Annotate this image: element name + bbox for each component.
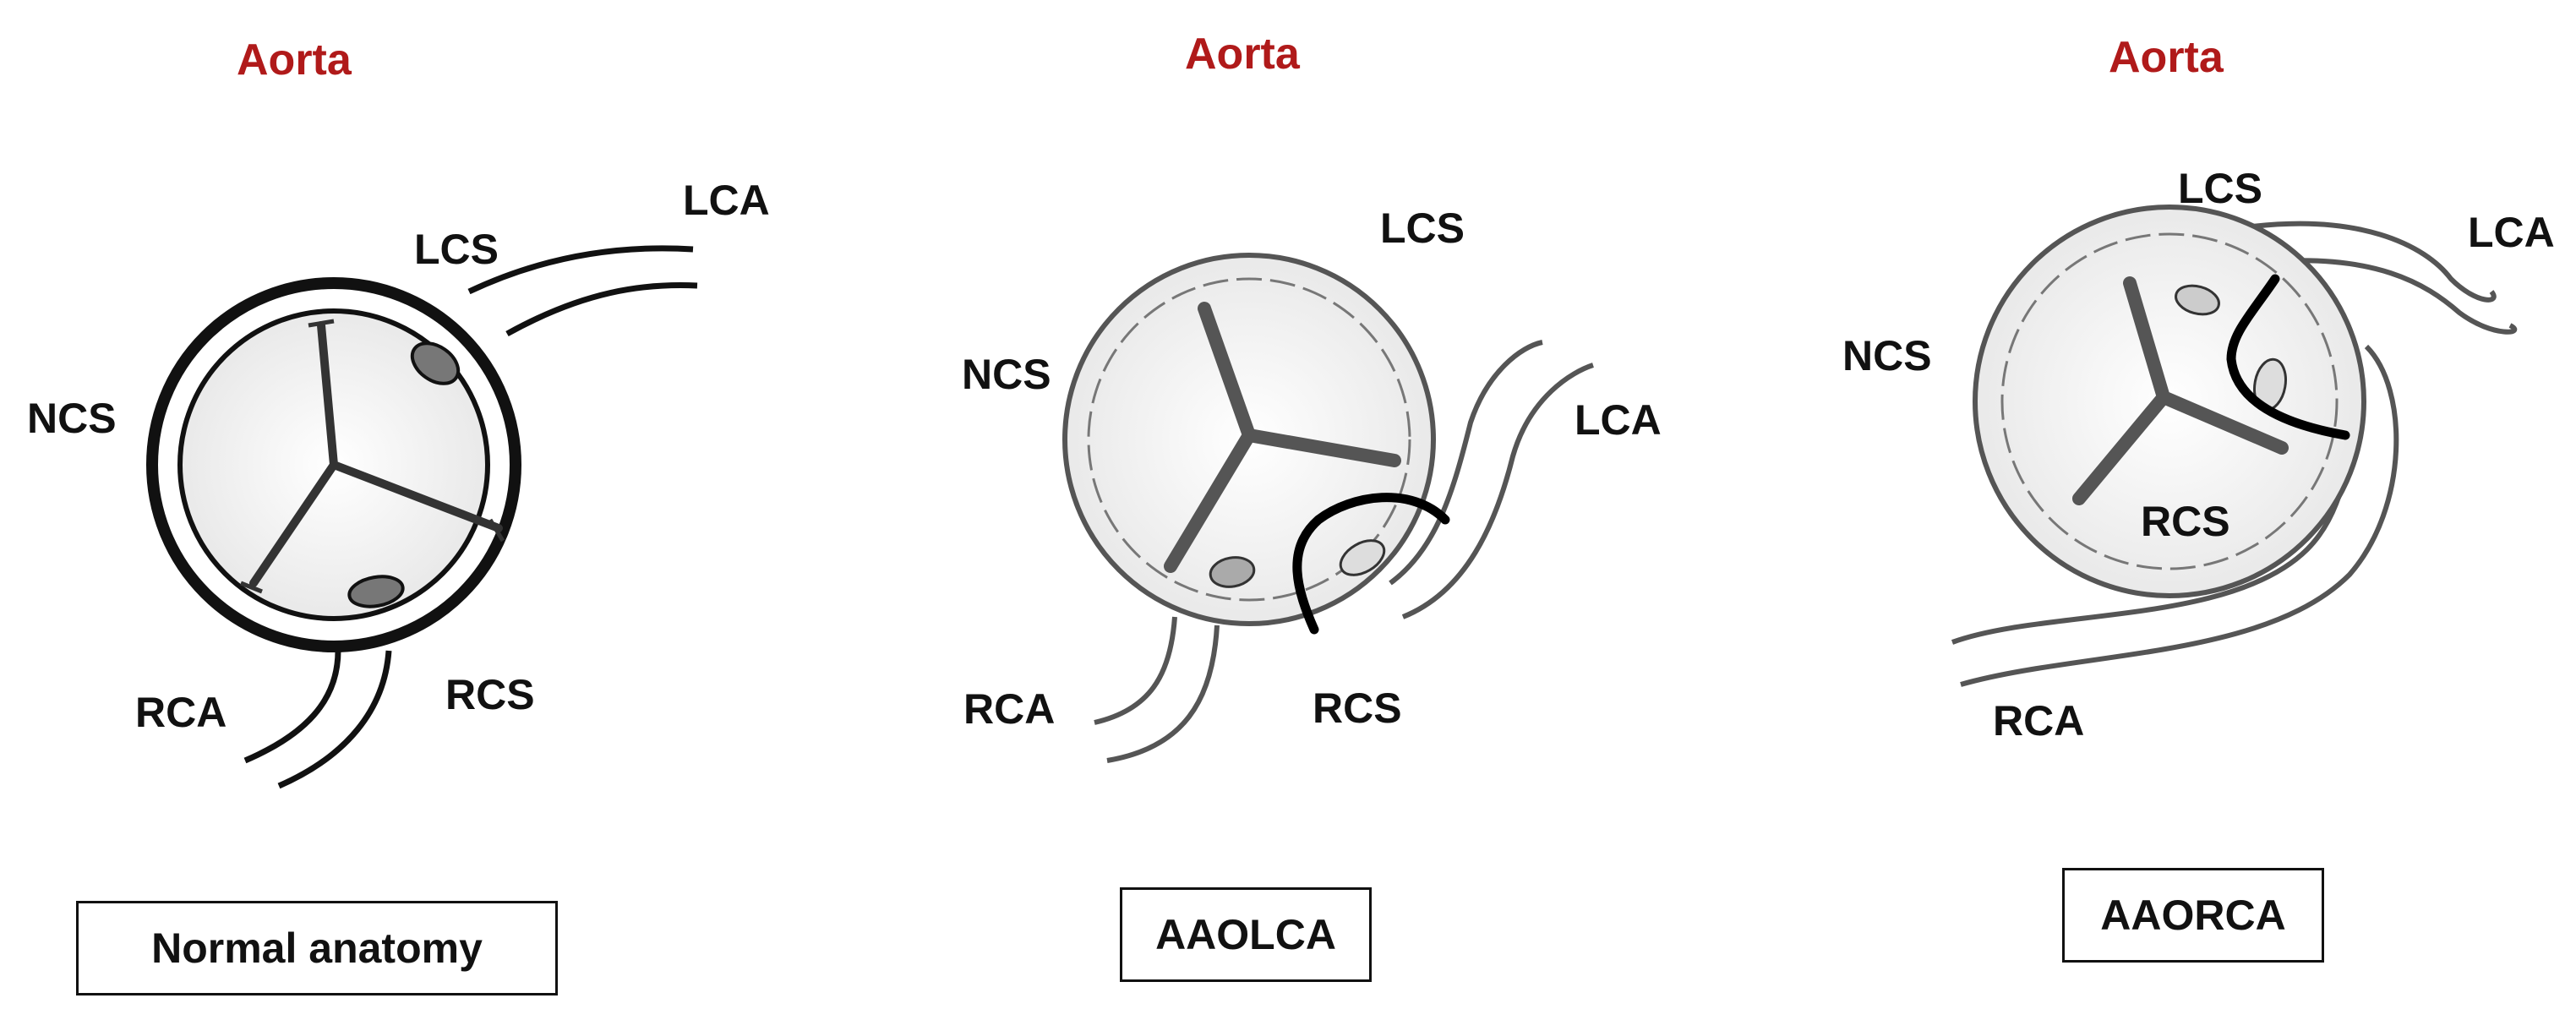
rcs-label: RCS: [445, 671, 535, 718]
lca-ostium: [410, 341, 461, 385]
lca-vessel-edge: [1401, 363, 1594, 619]
panel-aaolca-illustration: [1062, 253, 1594, 763]
lca-vessel: [2239, 221, 2497, 303]
lca-vessel-edge: [505, 282, 698, 337]
lca-vessel: [467, 245, 694, 295]
caption-aaolca: AAOLCA: [1120, 887, 1372, 982]
rca-vessel: [1094, 616, 1177, 725]
rca-ostium: [1209, 556, 1256, 588]
ncs-label: NCS: [962, 351, 1051, 398]
rca-vessel-edge: [277, 650, 392, 789]
lca-ostium: [2175, 284, 2220, 316]
panel-normal-illustration: [146, 245, 698, 789]
intramural-course: [1292, 493, 1450, 635]
caption-normal-anatomy: Normal anatomy: [76, 901, 558, 995]
aortic-root-inner: [2000, 232, 2339, 570]
ncs-label: NCS: [27, 395, 117, 442]
lcs-label: LCS: [414, 226, 499, 273]
panel-aaorca-illustration: [1951, 205, 2518, 687]
rca-vessel-edge: [1106, 625, 1220, 763]
lca-label: LCA: [683, 177, 770, 224]
lca-label: LCA: [1575, 396, 1662, 444]
lca-ostium: [1339, 539, 1386, 576]
lcs-label: LCS: [2178, 165, 2262, 212]
ncs-label: NCS: [1842, 332, 1932, 379]
aorta-label: Aorta: [1185, 30, 1300, 79]
valve-commissures: [249, 321, 503, 587]
caption-aaorca: AAORCA: [2062, 868, 2324, 963]
lca-label: LCA: [2468, 209, 2555, 256]
aorta-label: Aorta: [2109, 33, 2224, 82]
lca-vessel: [1389, 340, 1543, 586]
rcs-label: RCS: [2141, 498, 2230, 545]
valve-commissures: [1164, 302, 1401, 573]
rca-ostium: [347, 575, 405, 608]
rcs-label: RCS: [1313, 685, 1402, 732]
lca-vessel-edge: [2264, 258, 2518, 335]
rca-label: RCA: [963, 685, 1056, 733]
valve-commissures: [2072, 276, 2289, 505]
aortic-root-inner: [1087, 277, 1411, 602]
rca-label: RCA: [1993, 697, 2085, 745]
intramural-course: [2226, 274, 2350, 440]
rca-vessel-edge: [1960, 344, 2399, 687]
rca-vessel: [243, 650, 341, 764]
aorta-label: Aorta: [237, 35, 352, 85]
rca-label: RCA: [135, 689, 227, 736]
lcs-label: LCS: [1380, 205, 1465, 252]
